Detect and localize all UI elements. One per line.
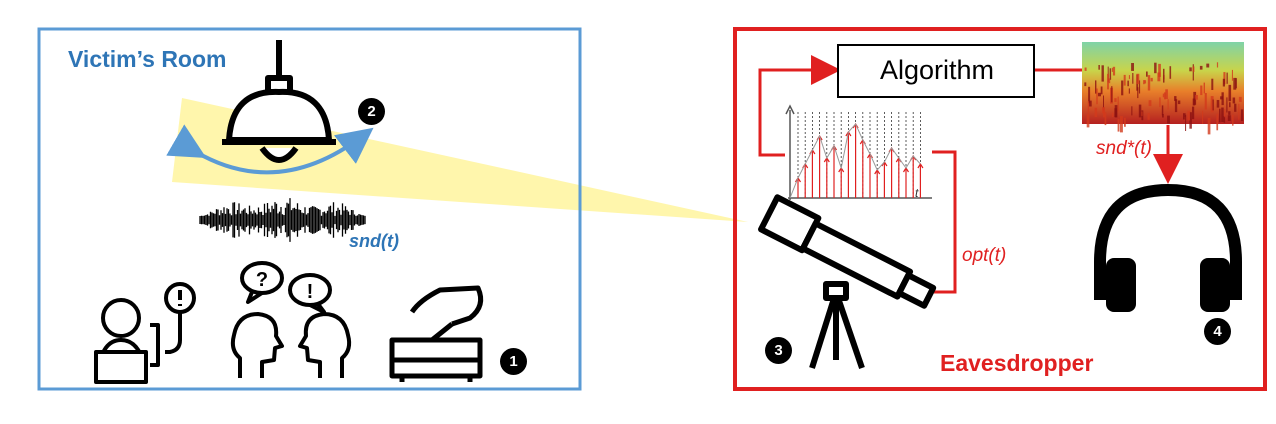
telescope-icon xyxy=(758,194,937,369)
loop-arrow-to-algorithm xyxy=(758,55,841,157)
sound-signal-label: snd(t) xyxy=(349,231,399,251)
plot-axis-label: t xyxy=(915,186,919,200)
eavesdropper-frame xyxy=(733,27,1267,391)
swing-arrow xyxy=(166,124,374,175)
eavesdropper-title: Eavesdropper xyxy=(940,350,1094,376)
victims-room-frame xyxy=(37,27,582,391)
telescope-to-plot-line xyxy=(930,150,957,294)
step-badge-2: 2 xyxy=(358,98,385,125)
headphones-icon xyxy=(1094,183,1242,312)
algorithm-label: Algorithm xyxy=(879,55,995,85)
step-badge-1: 1 xyxy=(500,348,527,375)
gramophone-icon xyxy=(389,285,484,382)
svg-text:?: ? xyxy=(256,269,268,291)
room-title: Victim’s Room xyxy=(68,46,227,72)
spectrogram-icon xyxy=(1082,42,1244,135)
step-badge-4: 4 xyxy=(1204,318,1231,345)
optical-signal-label: opt(t) xyxy=(962,245,1007,266)
phone-user-icon xyxy=(94,282,196,384)
step-badge-3: 3 xyxy=(765,337,792,364)
hanging-lamp-icon xyxy=(222,40,336,163)
waveform-icon xyxy=(199,198,366,242)
people-talking-icon: ? ! xyxy=(230,261,352,378)
svg-text:!: ! xyxy=(307,281,314,303)
recovered-sound-label: snd*(t) xyxy=(1096,138,1152,159)
algorithm-box xyxy=(837,44,1035,98)
optical-signal-plot xyxy=(785,104,932,200)
